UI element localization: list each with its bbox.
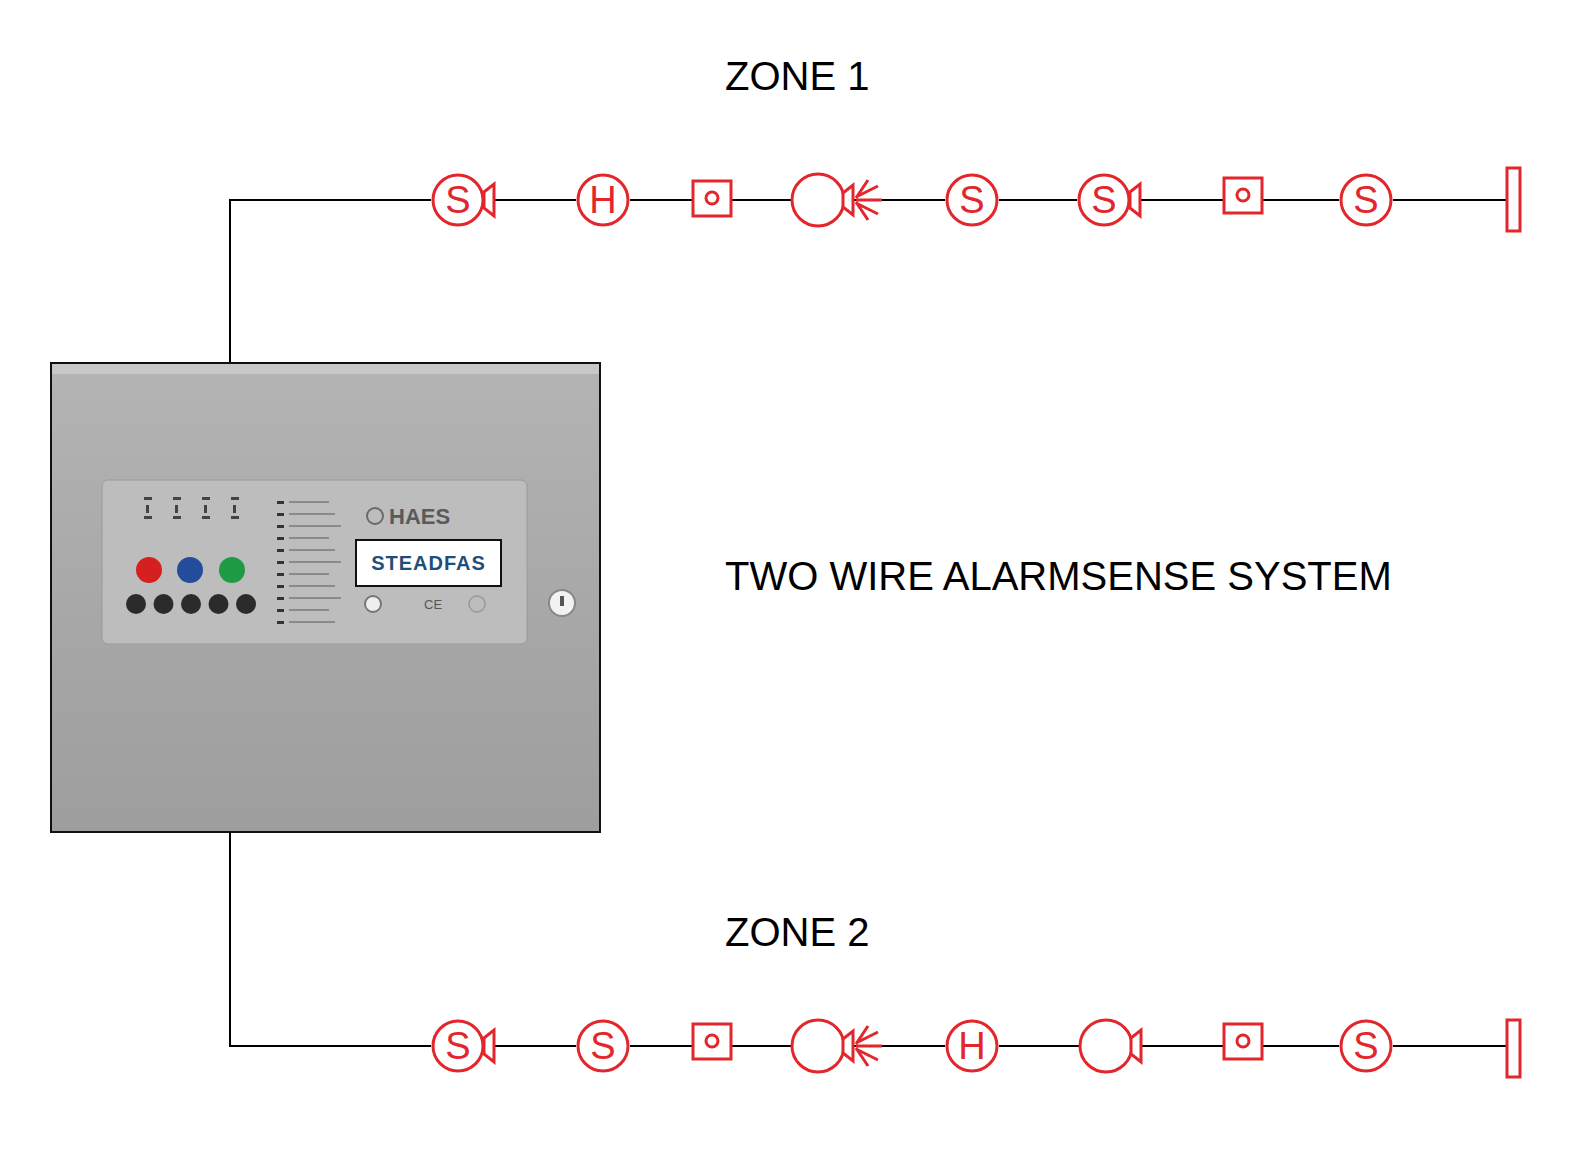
zone-wire [230, 200, 431, 362]
beacon-rays [856, 180, 882, 220]
detector-letter: S [1091, 181, 1116, 219]
zone-wire [230, 833, 431, 1046]
sounder [1080, 1020, 1132, 1072]
brand-name: STEADFAS [371, 553, 486, 573]
call-point [693, 181, 731, 216]
detector-sounder-horn [484, 1030, 494, 1062]
panel-text: HAES [389, 506, 450, 528]
zone-label: ZONE 2 [725, 912, 869, 952]
end-of-line [1507, 1020, 1520, 1077]
sounder-beacon [792, 1020, 844, 1072]
detector-letter: S [1353, 1027, 1378, 1065]
detector-symbol: H [576, 173, 630, 227]
detector-letter: S [590, 1027, 615, 1065]
detector-letter: H [589, 181, 616, 219]
detector-sounder-horn [1130, 184, 1140, 216]
wire [1393, 199, 1507, 201]
detector-symbol: S [431, 1019, 485, 1073]
zone-wire [485, 199, 576, 201]
detector-symbol: S [1339, 173, 1393, 227]
sounder-flare [843, 1031, 853, 1061]
sounder-horn [1131, 1030, 1141, 1062]
zone-wire [999, 199, 1077, 201]
detector-symbol: S [945, 173, 999, 227]
call-point [693, 1024, 731, 1059]
zone-wire [630, 1045, 945, 1047]
sounder-beacon [792, 174, 844, 226]
call-point [1224, 1024, 1262, 1059]
call-point [1224, 178, 1262, 213]
control-panel: HAES CE STEADFAS [50, 362, 601, 833]
sounder-flare [843, 185, 853, 215]
call-point-dot [1237, 1035, 1249, 1047]
detector-letter: H [958, 1027, 985, 1065]
detector-symbol: S [576, 1019, 630, 1073]
zone-wire [485, 1045, 576, 1047]
brand-badge: STEADFAS [355, 539, 502, 587]
detector-symbol: H [945, 1019, 999, 1073]
panel-text: CE [424, 598, 442, 611]
zone-wire [999, 1045, 1339, 1047]
detector-letter: S [445, 181, 470, 219]
detector-sounder-horn [484, 184, 494, 216]
detector-symbol: S [431, 173, 485, 227]
panel-fascia [52, 364, 599, 831]
detector-letter: S [445, 1027, 470, 1065]
end-of-line [1507, 168, 1520, 231]
detector-letter: S [1353, 181, 1378, 219]
detector-symbol: S [1077, 173, 1131, 227]
call-point-dot [706, 192, 718, 204]
detector-symbol: S [1339, 1019, 1393, 1073]
wire [1393, 1045, 1507, 1047]
zone-label: ZONE 1 [725, 56, 869, 96]
call-point-dot [1237, 189, 1249, 201]
detector-letter: S [959, 181, 984, 219]
call-point-dot [706, 1035, 718, 1047]
beacon-rays [856, 1026, 882, 1066]
zone-label: TWO WIRE ALARMSENSE SYSTEM [725, 556, 1392, 596]
zone-wire [630, 199, 945, 201]
